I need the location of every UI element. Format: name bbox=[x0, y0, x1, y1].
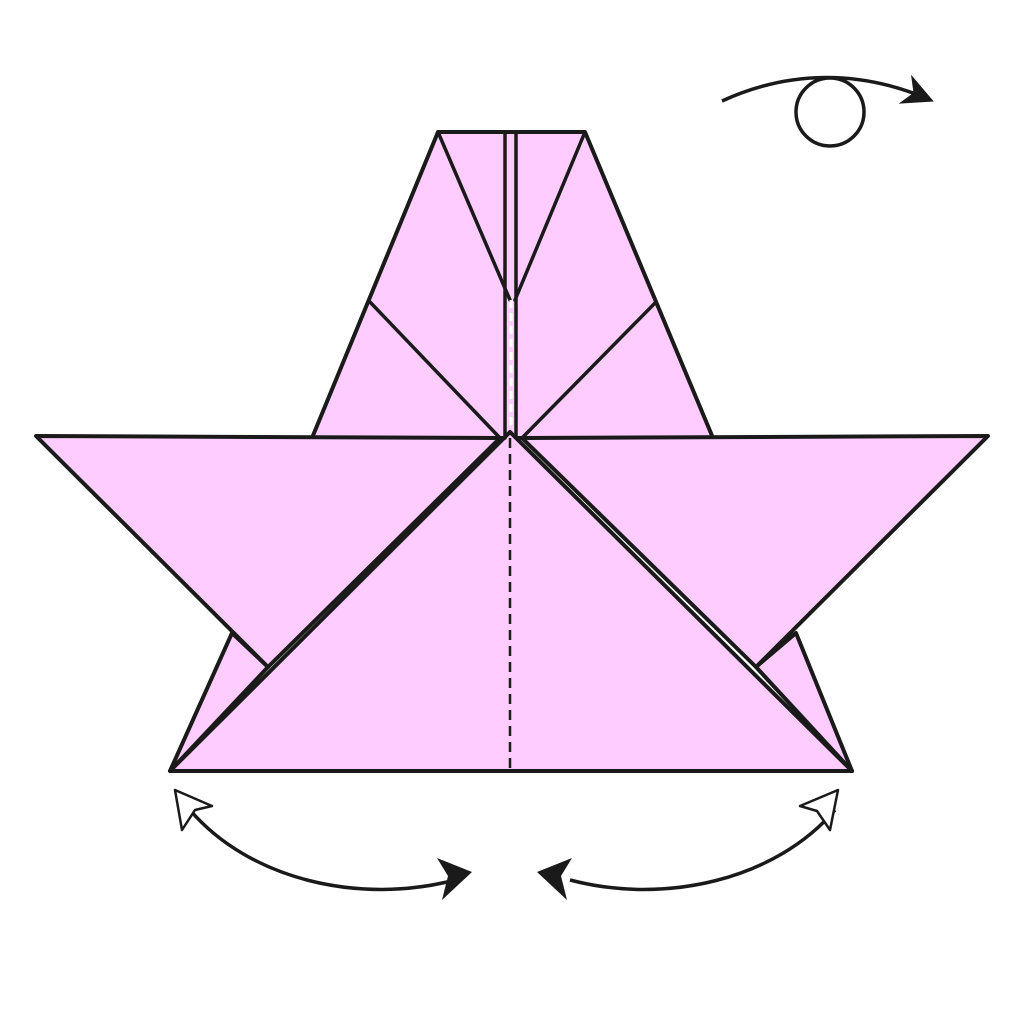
base-right-corner bbox=[754, 631, 854, 773]
unfold-arrow-right-icon bbox=[537, 788, 840, 900]
upper-flap-creases bbox=[368, 130, 658, 440]
left-point-flap bbox=[34, 434, 502, 669]
folded-paper bbox=[34, 130, 990, 773]
turn-over-icon bbox=[721, 74, 934, 148]
right-point-flap bbox=[520, 434, 990, 669]
unfold-arrow-left-icon bbox=[173, 788, 472, 900]
